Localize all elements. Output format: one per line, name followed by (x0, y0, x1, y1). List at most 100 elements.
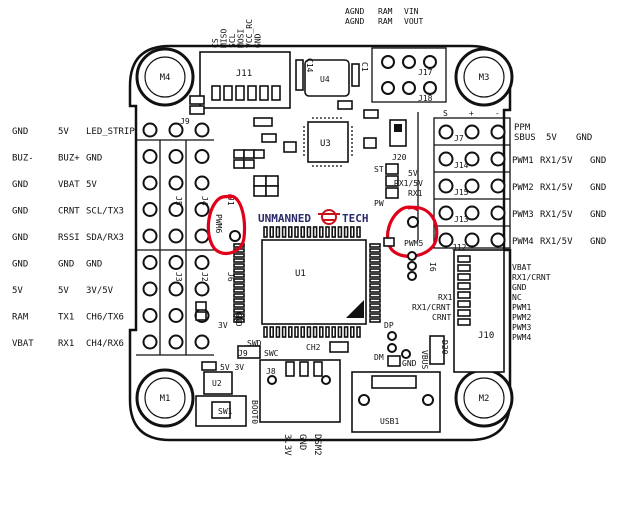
left-label: LED_STRIP (86, 127, 135, 137)
left-pin (142, 122, 158, 138)
d20-label: D20 (440, 340, 449, 355)
left-pin (194, 122, 210, 138)
agnd-1: AGND (345, 7, 364, 16)
left-pin (142, 228, 158, 244)
j11-pin-label: MOSI (237, 29, 246, 48)
mount-hole-m2: M2 (454, 368, 514, 428)
right-label: PWM2 (512, 183, 534, 193)
right-pin (438, 232, 454, 248)
left-label: GND (12, 207, 28, 217)
left-pin (142, 255, 158, 270)
u2-label: U2 (212, 379, 222, 388)
j9-label: J9 (180, 117, 190, 126)
ch2-label: CH2 (306, 343, 321, 352)
right-label: GND (590, 156, 606, 166)
j18-label: J18 (418, 94, 433, 103)
bottom-3v3: 3.3V (282, 434, 292, 456)
right-jack-label: J15 (454, 188, 469, 197)
pw-label: PW (374, 199, 384, 208)
mid-rx1: RX1 (408, 189, 423, 198)
left-pin (194, 281, 210, 297)
left-label: GND (12, 180, 28, 190)
u3-chip: U3 (233, 109, 379, 197)
pwm5-label: PWM5 (404, 239, 423, 248)
right-label: PWM4 (512, 237, 534, 247)
j10-pin-label: RX1/CRNT (512, 273, 551, 282)
left-label: 5V (12, 286, 23, 296)
dp-label: DP (384, 321, 394, 330)
left-label: GND (86, 154, 102, 164)
right-pin (438, 124, 454, 140)
u4-chip: U4 C14 C1 (189, 58, 369, 115)
j10-pin-label: GND (512, 283, 527, 292)
mid-5v: 5V (408, 169, 418, 178)
right-label: PPM (514, 123, 531, 133)
right-pin (464, 205, 480, 221)
right-label: PWM3 (512, 210, 534, 220)
gnd-small-label: GND (402, 359, 417, 368)
left-pin (168, 281, 184, 297)
bottom-area: 3V GND J9 5V 3V SWD SWC U2 SW1 BOOT0 J8 … (195, 301, 449, 456)
left-label: RX1 (58, 339, 74, 349)
v3-label: 3V (218, 321, 228, 330)
ram-2: RAM (378, 17, 393, 26)
sign-label: - (495, 109, 500, 118)
j1-label: J1 (226, 196, 235, 206)
highlight-pwm6 (206, 194, 247, 256)
left-pin (168, 228, 184, 244)
j17-label: J17 (418, 68, 433, 77)
rx1-crnt-label: RX1/CRNT (412, 303, 451, 312)
left-label: CRNT (58, 207, 80, 217)
vbus-label: VBUS (420, 350, 429, 369)
left-header-dividers: J5 J4 J1 J3 J2 J6 J9 (136, 117, 235, 356)
left-label: BUZ- (12, 154, 34, 164)
j20-area: J20 ST PW 5V RX1/5V RX1 (374, 112, 423, 240)
left-pin (142, 202, 158, 217)
right-jack-label: J13 (454, 215, 469, 224)
j9-small: J9 (238, 349, 248, 358)
left-label: RAM (12, 313, 29, 323)
left-label: GND (58, 260, 74, 270)
c14-label: C14 (305, 58, 314, 73)
mount-m1-label: M1 (160, 394, 171, 404)
left-label: TX1 (58, 313, 74, 323)
sign-label: S (443, 109, 448, 118)
right-jack-label: J7 (454, 134, 464, 143)
agnd-2: AGND (345, 17, 364, 26)
j5-label: J5 (174, 196, 183, 206)
right-pin (464, 178, 480, 194)
vin-label: VIN (404, 7, 419, 16)
right-jack-label: J14 (454, 161, 469, 170)
mount-hole-m4: M4 (135, 47, 195, 107)
j11-pin-label: GND (254, 33, 263, 48)
left-label: VBAT (12, 339, 34, 349)
j6-label: J6 (226, 272, 235, 282)
j10-pin-label: VBAT (512, 263, 531, 272)
j11-pin-label: MISO (220, 29, 229, 48)
brand-text: UNMANNED (258, 212, 311, 225)
j10-pin-label: PWM4 (512, 333, 531, 342)
left-pin (168, 122, 184, 138)
swc-label: SWC (264, 349, 279, 358)
highlight-pwm5 (386, 205, 439, 258)
right-pin (438, 178, 454, 194)
right-label: GND (590, 237, 606, 247)
bottom-gnd: GND (297, 434, 307, 450)
j3-label: J3 (174, 272, 183, 282)
left-label: SDA/RX3 (86, 233, 124, 243)
j10-slots (457, 255, 471, 326)
left-label: 3V/5V (86, 286, 114, 296)
right-label: GND (590, 183, 606, 193)
left-pin (168, 308, 184, 323)
rx1-label: RX1 (438, 293, 453, 302)
right-label: GND (590, 210, 606, 220)
left-pin (194, 149, 210, 164)
left-pin (194, 175, 210, 191)
j8-label: J8 (266, 367, 276, 376)
right-pin (490, 205, 506, 221)
right-pin (438, 151, 454, 167)
u4-label: U4 (320, 75, 330, 84)
left-pin (168, 202, 184, 217)
